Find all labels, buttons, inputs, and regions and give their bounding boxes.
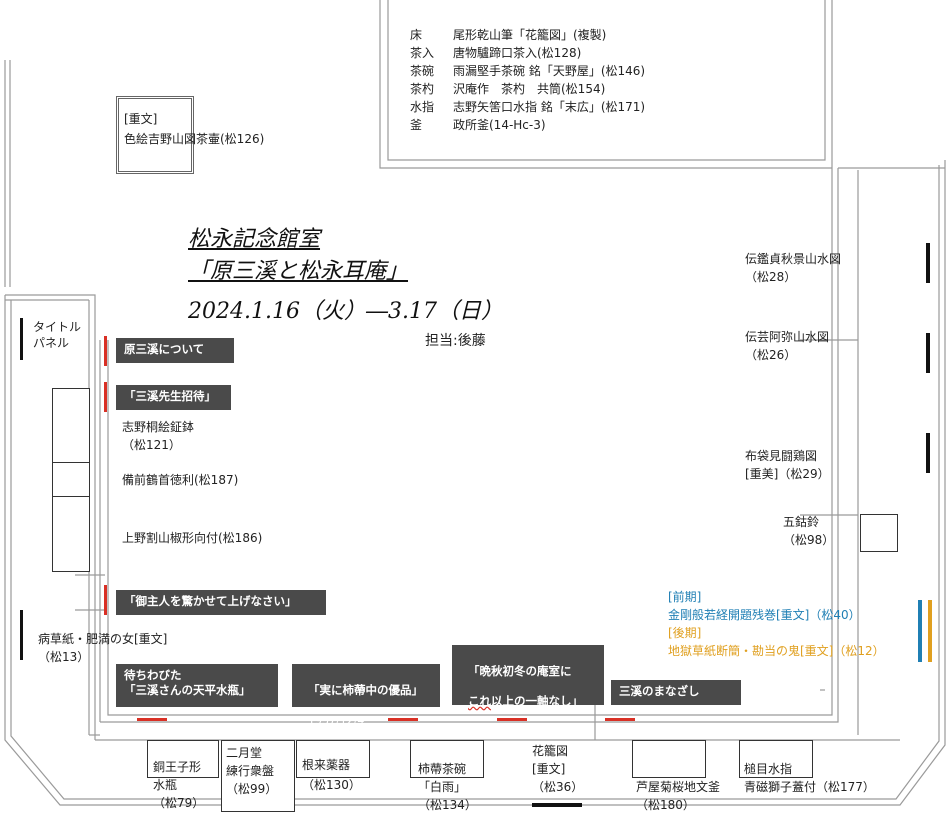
alcove-text-floor: 尾形乾山筆「花籠図」(複製) [453,28,607,42]
bottom-item-negoro-1: 根来薬器 [302,758,351,772]
title-panel-marker [20,318,23,360]
panel-about-sankei: 原三溪について [116,338,234,363]
bottom-case-3 [296,740,370,778]
period-late-marker [928,600,932,662]
panel-late-autumn-quote-2a: これ [468,694,492,708]
panel-sankei-invitation: 「三溪先生招待」 [116,385,231,410]
alcove-label-chaire: 茶入 [410,46,435,60]
right-item-kantei-landscape-id: （松28） [745,270,797,284]
red-marker-bottom-3 [497,718,527,721]
left-case-3 [52,496,90,572]
red-marker-bottom-4 [605,718,635,721]
period-early-label: [前期] [668,590,702,604]
bottom-case-4 [410,740,484,778]
panel-sankei-gaze: 三溪のまなざし [611,680,741,705]
bottom-item-nigatsudo-1: 二月堂 [226,746,263,760]
bottom-item-doouji-1: 銅王子形 [153,760,202,774]
left-case-2 [52,462,90,498]
period-late-label: [後期] [668,626,702,640]
bottom-case-1 [147,740,219,778]
right-item-kantei-landscape: 伝鑑貞秋景山水図 [745,252,842,266]
bottom-item-kakinoheta-id: （松134） [418,798,477,812]
bottom-item-kakinoheta-2: 「白雨」 [418,780,467,794]
panel-kaki-no-heta-quote: 「実に柿蔕中の優品」 [308,683,424,697]
bottom-case-5 [632,740,706,778]
yamai-soshi-marker [20,610,23,660]
right-marker-1 [926,243,930,283]
left-item-ueno-mukozuke: 上野割山椒形向付(松186) [122,531,263,545]
alcove-label-kama: 釜 [410,118,423,132]
bottom-case-2 [221,740,295,812]
panel-tenpyo-water-jar: 待ちわびた 「三溪さんの天平水瓶」 [116,664,278,707]
tea-jar-rank: [重文] [124,112,158,126]
tea-jar-case [116,96,194,174]
exhibition-dates: 2024.1.16（火）―3.17（日） [188,299,503,324]
alcove-text-kama: 政所釜(14-Hc-3) [453,118,546,132]
right-item-geiami-landscape-id: （松26） [745,348,797,362]
right-item-goko-rei-id: （松98） [783,533,835,547]
right-item-hotei: 布袋見闘鶏図 [745,449,818,463]
bottom-item-hanakago-2: [重文] [532,762,566,776]
alcove-text-chawan: 雨漏堅手茶碗 銘「天野屋」(松146) [453,64,646,78]
bottom-item-ashiya-id: （松180） [636,798,695,812]
period-early-marker [918,600,922,662]
panel-kaki-no-heta-date: 1937/12/4 [308,714,365,727]
left-item-yamai-soshi: 病草紙・肥満の女[重文] [38,632,168,646]
alcove-text-chashaku: 沢庵作 茶杓 共筒(松154) [453,82,606,96]
left-case-1 [52,388,90,464]
staff-label: 担当:後藤 [425,333,486,349]
bottom-item-ashiya-1: 芦屋菊桜地文釜 [636,780,721,794]
left-item-shino-bowl-id: （松121） [122,438,181,452]
right-item-hotei-id: [重美]（松29） [745,467,830,481]
period-late-item: 地獄草紙断簡・勘当の鬼[重文]（松12） [668,644,885,658]
exhibition-title: 「原三溪と松永耳庵」 [188,259,409,284]
bottom-item-tsuchime-2: 青磁獅子蓋付（松177） [744,780,875,794]
red-marker-left-2 [104,382,107,412]
bottom-item-nigatsudo-id: （松99） [226,782,278,796]
panel-late-autumn: 「晩秋初冬の庵室に これ以上の一軸なし」 1938/10/28 [452,645,604,738]
title-panel-label-2: パネル [33,336,70,350]
panel-late-autumn-quote-1: 「晩秋初冬の庵室に [468,664,572,678]
bottom-item-kakinoheta-1: 柿蔕茶碗 [418,762,467,776]
panel-late-autumn-date: 1938/10/28 [468,725,532,738]
left-item-bizen-bottle: 備前鶴首徳利(松187) [122,473,239,487]
red-marker-bottom-2 [388,718,418,721]
bottom-item-doouji-id: （松79） [153,796,205,810]
alcove-label-chawan: 茶碗 [410,64,435,78]
room-title: 松永記念館室 [188,227,321,252]
hanakago-marker [532,803,582,807]
red-marker-bottom-1 [137,718,167,721]
bottom-item-hanakago-id: （松36） [532,780,584,794]
bottom-item-tsuchime-1: 槌目水指 [744,762,793,776]
bottom-case-6 [739,740,813,778]
title-panel-label-1: タイトル [33,320,82,334]
panel-late-autumn-quote-2b: 以上の一軸なし」 [491,694,584,708]
right-marker-3 [926,433,930,473]
alcove-label-floor: 床 [410,28,423,42]
right-item-geiami-landscape: 伝芸阿弥山水図 [745,330,830,344]
red-marker-left-1 [104,336,107,366]
left-item-yamai-soshi-id: （松13） [38,650,90,664]
bottom-item-doouji-2: 水瓶 [153,778,178,792]
alcove-label-mizusashi: 水指 [410,100,435,114]
tea-jar-label: 色絵吉野山図茶壷(松126) [124,132,265,146]
alcove-text-mizusashi: 志野矢筈口水指 銘「末広」(松171) [453,100,646,114]
bottom-item-hanakago-1: 花籠図 [532,744,569,758]
goko-rei-case [860,514,898,552]
panel-kaki-no-heta: 「実に柿蔕中の優品」 1937/12/4 [292,664,440,727]
alcove-text-chaire: 唐物驢蹄口茶入(松128) [453,46,582,60]
panel-surprise-host: 「御主人を驚かせて上げなさい」 [116,590,326,615]
bottom-item-negoro-id: （松130） [302,778,361,792]
left-item-shino-bowl: 志野桐絵鉦鉢 [122,420,195,434]
right-marker-2 [926,333,930,373]
bottom-item-nigatsudo-2: 練行衆盤 [226,764,275,778]
period-early-item: 金剛般若経開題残巻[重文]（松40） [668,608,861,622]
right-item-goko-rei: 五鈷鈴 [783,515,820,529]
red-marker-left-3 [104,585,107,615]
alcove-label-chashaku: 茶杓 [410,82,435,96]
